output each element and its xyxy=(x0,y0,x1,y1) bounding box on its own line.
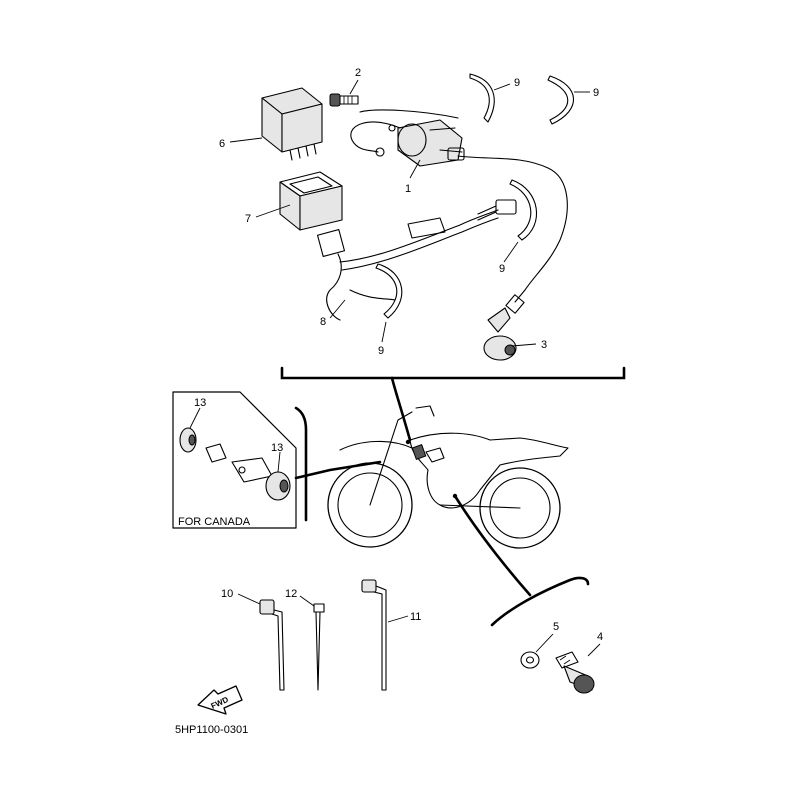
callout-4: 4 xyxy=(597,631,603,643)
canada-inset-side xyxy=(294,406,308,522)
cdi-unit xyxy=(261,87,323,161)
callout-9c: 9 xyxy=(499,263,505,275)
wire-terminal-2 xyxy=(388,124,396,132)
ground-bracket xyxy=(490,576,590,627)
bolt-2 xyxy=(329,93,359,107)
leader-11 xyxy=(387,615,409,623)
callout-9a: 9 xyxy=(514,77,520,89)
bolt-4 xyxy=(555,651,595,694)
fwd-arrow: FWD xyxy=(197,685,243,715)
cdi-holder xyxy=(279,171,343,231)
coil-lead-wire xyxy=(350,121,401,153)
wire-harness xyxy=(316,199,517,321)
clamp-9-top-left xyxy=(469,73,495,123)
washer-5 xyxy=(520,651,540,669)
leader-12 xyxy=(299,595,315,607)
leader-2 xyxy=(349,79,359,95)
leader-5 xyxy=(535,633,554,653)
motorcycle-silhouette xyxy=(327,405,569,549)
wire-terminal xyxy=(375,147,385,157)
bracket-connector xyxy=(390,376,412,442)
callout-13b: 13 xyxy=(271,442,283,454)
leader-8 xyxy=(329,299,346,319)
leader-9c xyxy=(503,241,519,263)
leader-7 xyxy=(255,204,291,218)
leader-1 xyxy=(409,159,421,179)
callout-2: 2 xyxy=(355,67,361,79)
callout-12: 12 xyxy=(285,588,297,600)
callout-10: 10 xyxy=(221,588,233,600)
callout-3: 3 xyxy=(541,339,547,351)
callout-6: 6 xyxy=(219,138,225,150)
callout-9d: 9 xyxy=(378,345,384,357)
callout-7: 7 xyxy=(245,213,251,225)
callout-13a: 13 xyxy=(194,397,206,409)
diagram-code: 5HP1100-0301 xyxy=(175,724,248,736)
leader-3 xyxy=(511,343,537,347)
callout-9b: 9 xyxy=(593,87,599,99)
spark-plug-cap xyxy=(483,289,526,361)
leader-6 xyxy=(229,137,263,143)
cable-tie-10 xyxy=(259,599,285,691)
leader-13b xyxy=(277,451,281,473)
leader-10 xyxy=(237,593,261,605)
coil-ground-wire xyxy=(359,109,459,119)
clamp-9-top-right xyxy=(547,75,575,125)
callout-5: 5 xyxy=(553,621,559,633)
clamp-9-lower xyxy=(375,263,403,319)
leader-4 xyxy=(587,643,601,657)
callout-1: 1 xyxy=(405,183,411,195)
assembly-bracket xyxy=(280,366,626,380)
canada-parts xyxy=(179,427,291,501)
leader-13a xyxy=(189,407,201,429)
fwd-label: FWD xyxy=(209,695,230,711)
canada-label: FOR CANADA xyxy=(178,516,251,528)
leader-9d xyxy=(381,321,387,343)
canada-inset-frame xyxy=(172,391,297,529)
cable-tie-12 xyxy=(313,603,325,691)
leader-9a xyxy=(493,83,511,91)
callout-11: 11 xyxy=(410,611,421,623)
callout-8: 8 xyxy=(320,316,326,328)
ignition-coil xyxy=(397,119,568,291)
cable-tie-11 xyxy=(361,579,387,691)
clamp-9-mid-right xyxy=(509,179,538,241)
canada-connector xyxy=(294,460,382,480)
ground-connector xyxy=(453,494,532,597)
